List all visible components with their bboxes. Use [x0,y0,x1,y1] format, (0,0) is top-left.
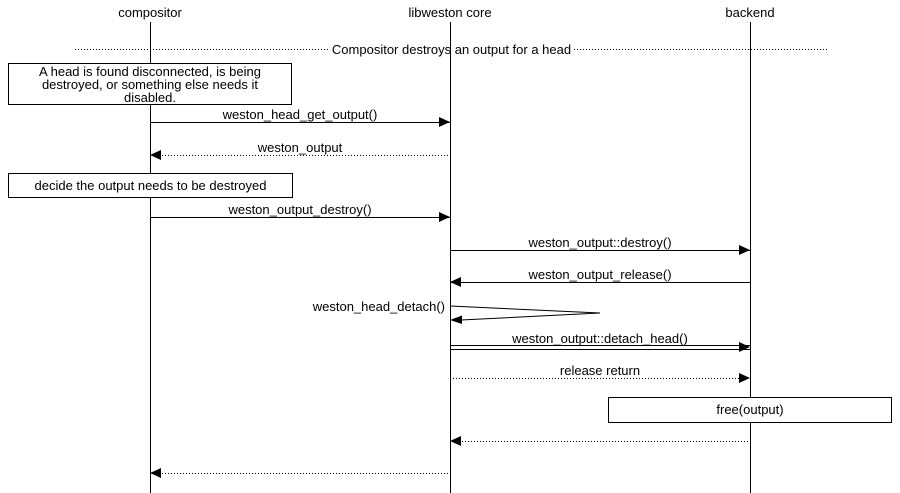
divider: Compositor destroys an output for a head [75,42,829,57]
message-line [150,217,450,218]
divider-dotted-line-left [75,49,329,50]
arrowhead-right-icon [739,373,750,383]
note-line: disabled. [123,90,177,105]
message-line-double-top [450,345,750,346]
note-decide-destroy: decide the output needs to be destroyed [8,173,293,198]
message-label-weston-head-detach: weston_head_detach() [312,299,445,314]
message-line [150,155,450,156]
actor-label-compositor: compositor [118,5,182,20]
arrowhead-left-icon [450,277,461,287]
message-label-weston-output-detach-head: weston_output::detach_head() [512,331,688,346]
lifeline-libweston-core [450,22,451,493]
arrowhead-right-icon [739,342,750,352]
arrowhead-right-icon [439,212,450,222]
arrowhead-right-icon [739,245,750,255]
arrowhead-left-icon [450,436,461,446]
message-label-release-return: release return [559,363,641,378]
lifeline-backend [750,22,751,493]
divider-dotted-line-right [574,49,829,50]
note-line: destroyed, or something else needs it [41,77,259,92]
divider-label: Compositor destroys an output for a head [331,42,572,57]
message-label-weston-output: weston_output [257,140,343,155]
lifeline-compositor [150,22,151,493]
message-line [450,378,750,379]
message-line-double-bottom [450,349,750,350]
self-message-loop [450,305,601,324]
arrowhead-right-icon [439,117,450,127]
message-line [450,282,750,283]
message-label-weston-output-destroy-vfunc: weston_output::destroy() [528,235,672,250]
note-head-disconnected: A head is found disconnected, is being d… [8,63,292,105]
note-free-output: free(output) [608,397,892,423]
message-line [450,441,750,442]
arrowhead-left-icon [150,150,161,160]
message-label-weston-output-destroy: weston_output_destroy() [228,202,372,217]
message-line [450,250,750,251]
message-line [150,473,450,474]
message-label-weston-head-get-output: weston_head_get_output() [222,107,378,122]
message-line [150,122,450,123]
actor-label-backend: backend [725,5,775,20]
note-line: A head is found disconnected, is being [39,64,261,79]
arrowhead-left-icon [150,468,161,478]
actor-label-libweston-core: libweston core [408,5,492,20]
message-label-weston-output-release: weston_output_release() [528,267,672,282]
